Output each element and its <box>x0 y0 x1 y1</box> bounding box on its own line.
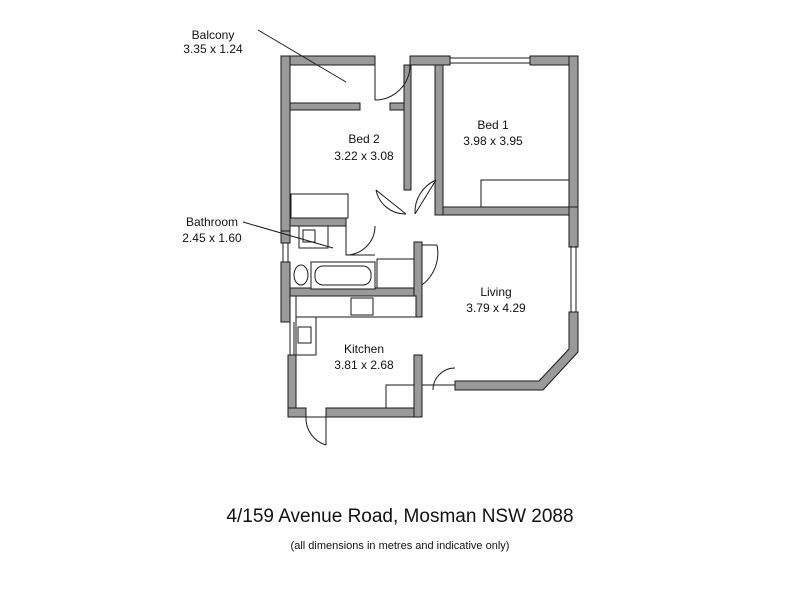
balcony-dims: 3.35 x 1.24 <box>183 42 243 56</box>
basin-icon <box>302 229 316 243</box>
kitchen-door <box>422 367 456 391</box>
bed1-door <box>414 179 437 215</box>
balcony-name: Balcony <box>192 28 235 42</box>
kitchen-living-door <box>421 244 439 286</box>
cooktop-icon <box>350 297 374 316</box>
bathroom-door <box>345 225 376 256</box>
bed1-name: Bed 1 <box>477 118 509 132</box>
bed2-name: Bed 2 <box>348 132 380 146</box>
bathroom-leader <box>242 221 334 249</box>
living-name: Living <box>480 285 511 299</box>
sink-icon <box>297 326 312 344</box>
fixtures <box>290 179 570 409</box>
entry-door <box>305 416 327 446</box>
laundry-cabinet <box>376 258 415 289</box>
kitchen-name: Kitchen <box>344 342 384 356</box>
kitchen-cupboard <box>385 384 415 409</box>
windows <box>282 57 577 355</box>
kitchen-dims: 3.81 x 2.68 <box>334 358 394 372</box>
balcony-leader <box>257 29 347 83</box>
bed2-wardrobe <box>290 193 349 219</box>
doors <box>305 64 456 446</box>
bed2-dims: 3.22 x 3.08 <box>334 149 394 163</box>
bed1-wardrobe <box>480 179 570 208</box>
bathroom-name: Bathroom <box>186 215 238 229</box>
walls <box>280 55 579 418</box>
property-address: 4/159 Avenue Road, Mosman NSW 2088 <box>226 506 574 527</box>
balcony-door <box>374 64 411 101</box>
bathtub-inner <box>314 265 372 286</box>
bed1-dims: 3.98 x 3.95 <box>463 134 523 148</box>
dimensions-note: (all dimensions in metres and indicative… <box>290 540 510 552</box>
living-dims: 3.79 x 4.29 <box>466 301 526 315</box>
toilet-icon <box>293 264 309 286</box>
bathroom-dims: 2.45 x 1.60 <box>182 231 242 245</box>
bed2-door <box>375 189 407 215</box>
